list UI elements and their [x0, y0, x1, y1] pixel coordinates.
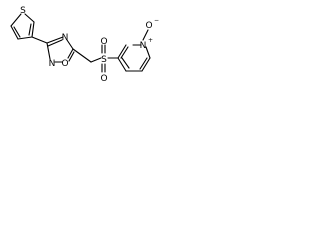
atom-label-o-noxide: O: [145, 21, 152, 31]
bond: [141, 57, 151, 72]
bond: [67, 48, 74, 59]
bond: [46, 42, 51, 60]
atom-label-o-sulfonyl-top: O: [100, 37, 107, 47]
bond: [145, 46, 151, 59]
pyridine-ring: [117, 44, 151, 72]
atom-label-s-sulfonyl: S: [101, 55, 107, 65]
atom-label-o-oxadiazole: O: [61, 59, 68, 69]
bond: [68, 51, 75, 62]
bond: [66, 39, 74, 50]
bond: [31, 21, 35, 38]
thiophene-ring: [10, 13, 35, 40]
atom-label-n-oxadiazole-top: N: [62, 33, 69, 43]
bond: [10, 13, 22, 27]
molecule-drawing: S N O N S O O N + O −: [10, 6, 159, 84]
sulfonyl-group: [101, 44, 119, 73]
bond: [139, 57, 148, 70]
bond: [13, 26, 21, 38]
bond: [121, 57, 130, 69]
structure-diagram: S N O N S O O N + O −: [0, 0, 172, 107]
bond: [31, 36, 48, 44]
atom-label-n-pyridine: N: [140, 41, 147, 51]
atom-label-n-oxadiazole-bottom: N: [49, 59, 56, 69]
charge-plus: +: [148, 37, 153, 44]
bond: [24, 13, 35, 23]
bond: [90, 57, 102, 63]
bond: [72, 48, 92, 63]
bond: [28, 23, 32, 36]
bond: [47, 39, 63, 47]
oxadiazole-ring: [46, 36, 75, 63]
atom-label-s-thiophene: S: [20, 6, 26, 16]
charge-minus: −: [154, 17, 159, 24]
bond: [17, 36, 33, 40]
bond: [117, 44, 127, 59]
bond: [46, 36, 64, 44]
bond: [117, 57, 127, 72]
atom-label-o-sulfonyl-bottom: O: [100, 74, 107, 84]
bond: [142, 29, 149, 41]
bond: [120, 46, 129, 59]
bond: [10, 25, 19, 40]
